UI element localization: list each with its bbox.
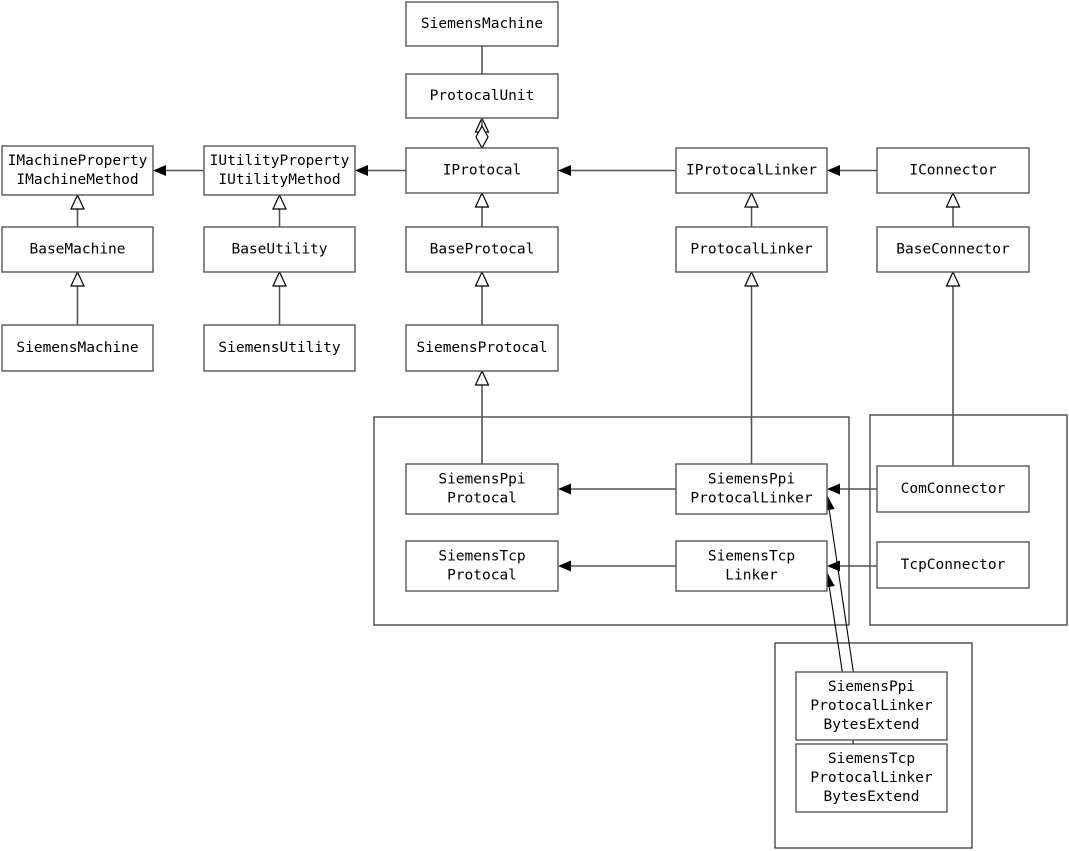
class-box-label: SiemensTcp xyxy=(438,549,525,565)
siemensPpiProtocalLinker-to-protocalLinker xyxy=(744,270,759,464)
class-box-label: ProtocalUnit xyxy=(430,88,535,104)
iProtocalLinker-to-iProtocal xyxy=(558,165,676,176)
baseConnector-to-iConnector xyxy=(945,191,961,227)
iUtility-to-iMachine xyxy=(153,165,204,176)
siemensTcpLinker-to-siemensTcpProtocal xyxy=(558,560,676,572)
class-box-label: ProtocalLinker xyxy=(810,698,932,714)
class-box-label: BaseUtility xyxy=(231,242,327,258)
edges-layer xyxy=(70,2,961,745)
class-box-label: IUtilityProperty xyxy=(210,153,350,169)
class-box-label: SiemensMachine xyxy=(421,16,543,32)
class-box-label: SiemensPpi xyxy=(708,472,795,488)
class-box-label: BaseConnector xyxy=(896,242,1010,258)
class-box-siemensProtocal[interactable]: SiemensProtocal xyxy=(405,324,559,372)
class-box-iConnector[interactable]: IConnector xyxy=(876,147,1030,194)
class-box-label: IUtilityMethod xyxy=(218,172,340,188)
class-box-label: ProtocalLinker xyxy=(690,242,812,258)
class-box-label: ProtocalLinker xyxy=(810,770,932,786)
siemensPpiProtocalLinker-to-siemensPpiProtocal xyxy=(558,483,676,495)
class-box-baseUtility[interactable]: BaseUtility xyxy=(203,226,356,273)
class-box-label: IConnector xyxy=(909,163,997,179)
class-box-label: IProtocalLinker xyxy=(686,163,817,179)
class-box-label: IMachineProperty xyxy=(8,153,148,169)
class-box-label: ProtocalLinker xyxy=(690,491,812,507)
protocalUnit-to-iProtocal xyxy=(475,118,489,150)
class-box-label: BytesExtend xyxy=(823,789,919,805)
class-box-protocalUnit[interactable]: ProtocalUnit xyxy=(405,73,559,119)
class-box-label: IMachineMethod xyxy=(16,172,138,188)
baseUtility-to-iUtility xyxy=(272,193,287,227)
class-box-label: SiemensTcp xyxy=(828,751,915,767)
class-box-baseMachine[interactable]: BaseMachine xyxy=(1,226,154,273)
class-boxes-layer: SiemensMachineProtocalUnitIMachineProper… xyxy=(1,1,1030,813)
class-box-label: IProtocal xyxy=(443,163,522,179)
class-box-siemensUtility[interactable]: SiemensUtility xyxy=(203,324,356,372)
class-box-siemensMachine[interactable]: SiemensMachine xyxy=(1,324,154,372)
class-box-label: BytesExtend xyxy=(823,717,919,733)
comConnector-to-siemensPpiProtocalLinker xyxy=(827,483,877,495)
siemensPpiProtocal-to-siemensProtocal xyxy=(474,369,490,464)
iProtocal-to-iUtility xyxy=(355,165,406,176)
class-box-label: SiemensMachine xyxy=(16,340,138,356)
iConnector-to-iProtocalLinker xyxy=(827,165,877,176)
class-box-label: SiemensUtility xyxy=(218,340,340,356)
class-box-label: BaseMachine xyxy=(29,242,125,258)
connector-implementation-group xyxy=(869,414,1068,626)
siemensUtility-to-baseUtility xyxy=(272,270,287,325)
class-box-label: Protocal xyxy=(447,491,517,507)
class-box-label: TcpConnector xyxy=(901,557,1006,573)
protocalLinker-to-iProtocalLinker xyxy=(744,191,759,227)
baseProtocal-to-iProtocal xyxy=(474,191,490,227)
protocal-implementation-group xyxy=(373,416,850,626)
siemensMachine-to-baseMachine xyxy=(70,270,85,325)
class-box-label: ComConnector xyxy=(901,481,1006,497)
class-box-iProtocalLinker[interactable]: IProtocalLinker xyxy=(675,147,828,194)
siemensProtocal-to-baseProtocal xyxy=(474,270,490,325)
class-box-iProtocal[interactable]: IProtocal xyxy=(405,147,559,194)
class-box-label: SiemensTcp xyxy=(708,549,795,565)
class-box-label: BaseProtocal xyxy=(430,242,535,258)
class-box-label: Protocal xyxy=(447,568,517,584)
class-box-label: SiemensPpi xyxy=(828,679,915,695)
bytes-extend-group xyxy=(774,642,973,849)
class-box-tcpConnector[interactable]: TcpConnector xyxy=(876,541,1030,589)
class-box-comConnector[interactable]: ComConnector xyxy=(876,465,1030,513)
class-box-baseProtocal[interactable]: BaseProtocal xyxy=(405,226,559,273)
class-box-label: SiemensPpi xyxy=(438,472,525,488)
baseMachine-to-iMachine xyxy=(70,193,85,227)
class-box-label: Linker xyxy=(725,568,778,584)
comConnector-to-baseConnector xyxy=(945,270,961,466)
class-box-siemensMachineTop[interactable]: SiemensMachine xyxy=(405,1,559,47)
group-containers-layer xyxy=(373,414,1068,849)
class-box-protocalLinker[interactable]: ProtocalLinker xyxy=(675,226,828,273)
class-box-baseConnector[interactable]: BaseConnector xyxy=(876,226,1030,273)
class-box-label: SiemensProtocal xyxy=(417,340,548,356)
